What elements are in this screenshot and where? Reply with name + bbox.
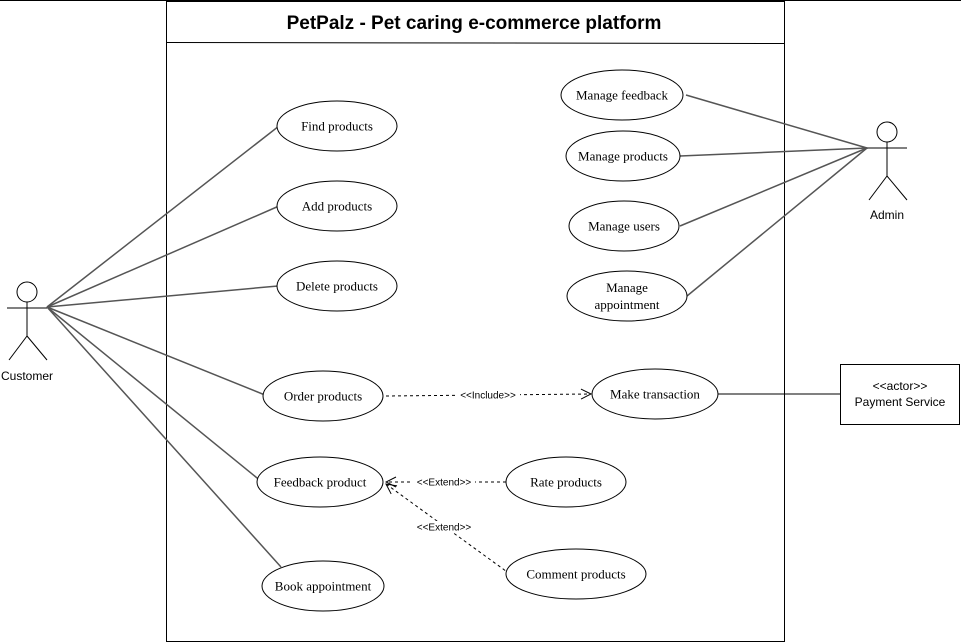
use-case-label: Comment products bbox=[526, 567, 625, 582]
use-case-find-products[interactable]: Find products bbox=[276, 100, 398, 152]
use-case-label: Order products bbox=[284, 389, 362, 404]
payment-service-name: Payment Service bbox=[855, 395, 946, 409]
actor-customer[interactable]: Customer bbox=[1, 281, 53, 383]
use-case-comment-products[interactable]: Comment products bbox=[505, 548, 647, 600]
use-case-manage-appointment[interactable]: Manage appointment bbox=[566, 270, 688, 322]
use-case-label: Delete products bbox=[296, 279, 378, 294]
use-case-rate-products[interactable]: Rate products bbox=[505, 456, 627, 508]
admin-associations bbox=[679, 94, 868, 297]
include-label-bg bbox=[456, 389, 520, 401]
actor-label: Customer bbox=[1, 369, 53, 383]
use-case-manage-products[interactable]: Manage products bbox=[565, 130, 681, 182]
assoc-customer-feedback-product bbox=[46, 306, 263, 483]
assoc-admin-manage-users bbox=[679, 147, 868, 227]
use-case-manage-users[interactable]: Manage users bbox=[568, 200, 680, 252]
assoc-admin-manage-feedback bbox=[685, 94, 868, 149]
use-case-label: Make transaction bbox=[610, 387, 700, 402]
include-label: <<Include>> bbox=[460, 391, 516, 402]
use-case-add-products[interactable]: Add products bbox=[276, 180, 398, 232]
use-case-feedback-product[interactable]: Feedback product bbox=[256, 456, 384, 508]
extend-rate-label-bg bbox=[413, 476, 475, 488]
use-case-book-appointment[interactable]: Book appointment bbox=[261, 560, 385, 612]
customer-associations bbox=[46, 125, 282, 568]
use-case-delete-products[interactable]: Delete products bbox=[276, 260, 398, 312]
actor-payment-service[interactable]: <<actor>> Payment Service bbox=[840, 364, 960, 425]
system-boundary: PetPalz - Pet caring e-commerce platform bbox=[166, 1, 785, 642]
extend-comment-label-bg bbox=[413, 521, 475, 533]
extend-rate-label: <<Extend>> bbox=[417, 478, 472, 489]
stick-figure-icon bbox=[867, 121, 908, 201]
use-case-order-products[interactable]: Order products bbox=[262, 370, 384, 422]
assoc-admin-manage-products bbox=[679, 147, 868, 157]
use-case-make-transaction[interactable]: Make transaction bbox=[591, 368, 719, 420]
extend-relationship-comment: <<Extend>> bbox=[386, 484, 511, 575]
use-case-label: Feedback product bbox=[274, 475, 367, 490]
payment-service-stereotype: <<actor>> bbox=[873, 379, 928, 393]
use-case-label-line1: Manage bbox=[606, 280, 648, 295]
use-case-label: Manage products bbox=[578, 149, 668, 164]
use-case-label: Find products bbox=[301, 119, 373, 134]
assoc-customer-book-appointment bbox=[46, 306, 282, 568]
use-case-label-line2: appointment bbox=[595, 297, 660, 312]
extend-comment-label: <<Extend>> bbox=[417, 523, 472, 534]
assoc-customer-find-products bbox=[46, 125, 280, 308]
extend-comment-arrow bbox=[386, 484, 511, 575]
use-case-label: Book appointment bbox=[275, 579, 372, 594]
include-relationship: <<Include>> bbox=[385, 389, 591, 402]
use-case-label: Rate products bbox=[530, 475, 602, 490]
use-case-label: Manage feedback bbox=[576, 88, 669, 103]
use-case-manage-feedback[interactable]: Manage feedback bbox=[560, 69, 684, 121]
assoc-customer-add-products bbox=[46, 205, 280, 308]
system-title-divider bbox=[166, 42, 785, 44]
use-case-label: Manage users bbox=[588, 219, 660, 234]
actor-label: Admin bbox=[870, 208, 904, 222]
actor-admin[interactable]: Admin bbox=[867, 121, 908, 222]
assoc-customer-delete-products bbox=[46, 285, 279, 308]
assoc-admin-manage-appointment bbox=[686, 147, 868, 297]
extend-relationship-rate: <<Extend>> bbox=[386, 476, 506, 489]
use-case-label: Add products bbox=[302, 199, 372, 214]
stick-figure-icon bbox=[7, 281, 48, 361]
assoc-customer-order-products bbox=[46, 306, 266, 396]
system-title: PetPalz - Pet caring e-commerce platform bbox=[287, 13, 662, 34]
